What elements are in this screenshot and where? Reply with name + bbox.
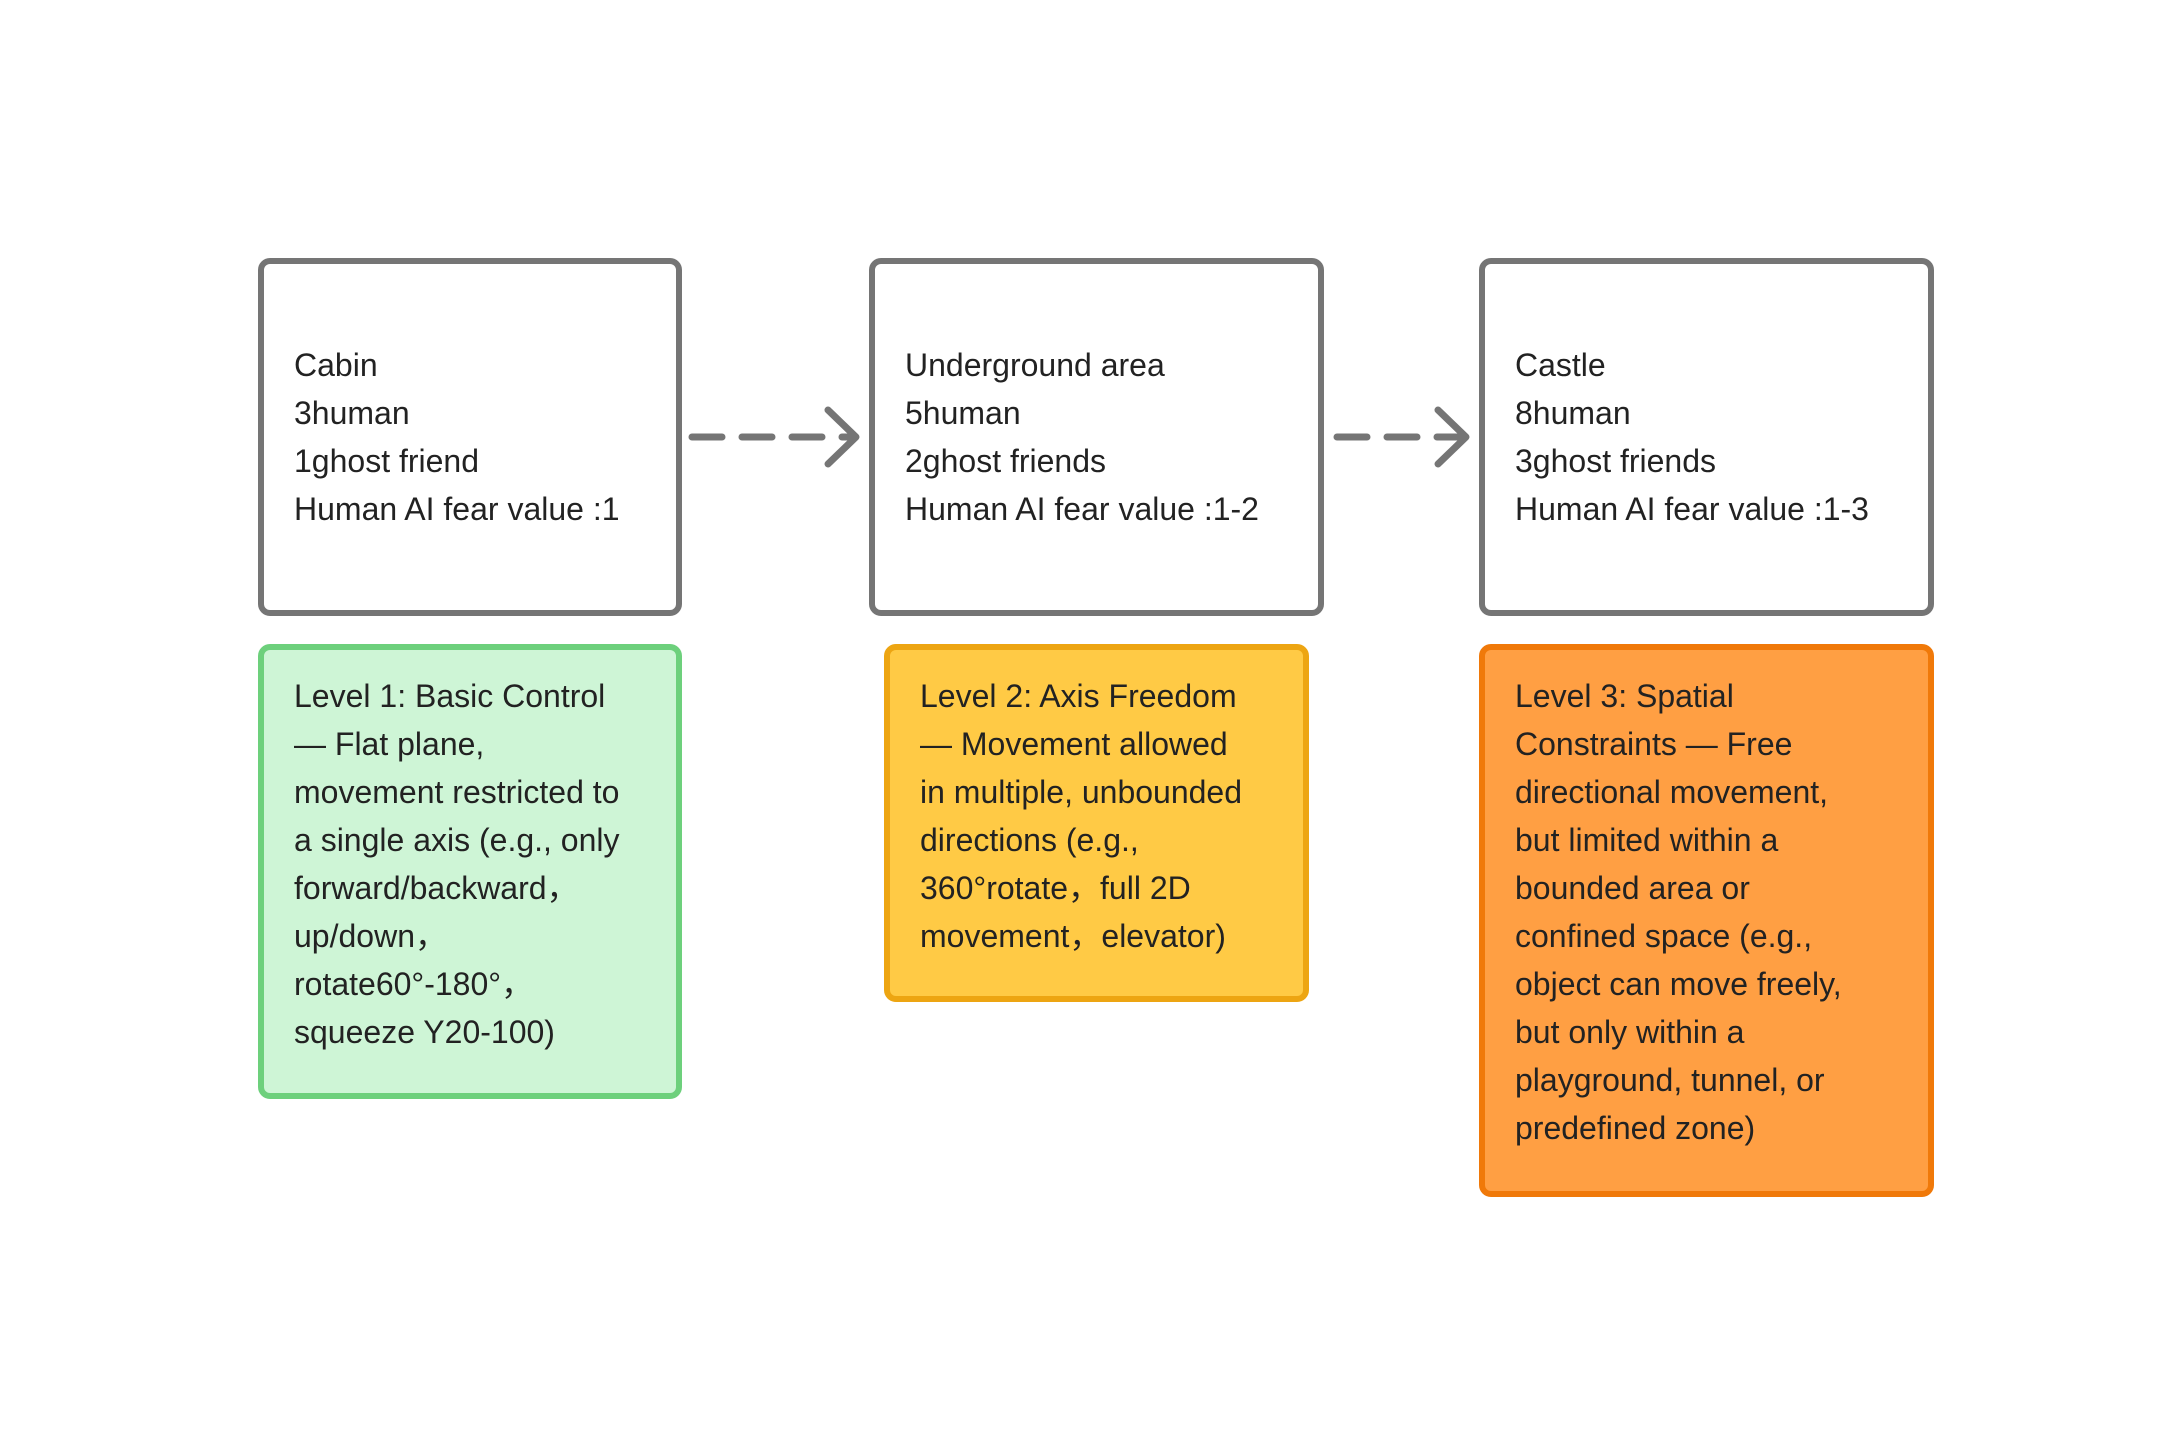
stage-title: Castle — [1515, 347, 1606, 383]
level-text-line: Constraints — Free — [1515, 726, 1793, 762]
level-text-line: Level 1: Basic Control — [294, 678, 606, 714]
stage-box-cabin: Cabin 3human 1ghost friend Human AI fear… — [258, 258, 682, 616]
level-3-card: Level 3: Spatial Constraints — Free dire… — [1479, 644, 1934, 1197]
level-text-line: movement restricted to — [294, 774, 620, 810]
level-text-line: rotate60°-180°， — [294, 966, 534, 1002]
stage-fear-value: Human AI fear value :1-2 — [905, 491, 1259, 527]
level-text-line: Level 3: Spatial — [1515, 678, 1734, 714]
level-text-line: up/down， — [294, 918, 447, 954]
level-text-line: confined space (e.g., — [1515, 918, 1813, 954]
stage-ghost-count: 1ghost friend — [294, 443, 480, 479]
level-text-line: a single axis (e.g., only — [294, 822, 620, 858]
level-1-card: Level 1: Basic Control — Flat plane, mov… — [258, 644, 682, 1099]
level-text-line: directional movement, — [1515, 774, 1829, 810]
level-text-line: forward/backward， — [294, 870, 579, 906]
level-text-line: bounded area or — [1515, 870, 1750, 906]
level-text-line: playground, tunnel, or — [1515, 1062, 1825, 1098]
level-text-line: predefined zone) — [1515, 1110, 1756, 1146]
dashed-arrow-2 — [1333, 406, 1470, 468]
stage-human-count: 8human — [1515, 395, 1631, 431]
stage-ghost-count: 2ghost friends — [905, 443, 1107, 479]
stage-ghost-count: 3ghost friends — [1515, 443, 1717, 479]
level-text-line: squeeze Y20-100) — [294, 1014, 555, 1050]
level-text-line: Level 2: Axis Freedom — [920, 678, 1237, 714]
stage-human-count: 3human — [294, 395, 410, 431]
level-text-line: — Flat plane, — [294, 726, 485, 762]
stage-title: Cabin — [294, 347, 378, 383]
level-text-line: but only within a — [1515, 1014, 1745, 1050]
level-text-line: directions (e.g., — [920, 822, 1139, 858]
stage-fear-value: Human AI fear value :1 — [294, 491, 620, 527]
level-text-line: 360°rotate，full 2D — [920, 870, 1191, 906]
stage-box-castle: Castle 8human 3ghost friends Human AI fe… — [1479, 258, 1934, 616]
stage-fear-value: Human AI fear value :1-3 — [1515, 491, 1869, 527]
level-text-line: object can move freely, — [1515, 966, 1842, 1002]
level-text-line: — Movement allowed — [920, 726, 1228, 762]
dashed-arrow-1 — [688, 406, 860, 468]
stage-title: Underground area — [905, 347, 1165, 383]
level-text-line: but limited within a — [1515, 822, 1779, 858]
level-2-card: Level 2: Axis Freedom — Movement allowed… — [884, 644, 1309, 1002]
stage-box-underground: Underground area 5human 2ghost friends H… — [869, 258, 1324, 616]
level-text-line: movement，elevator) — [920, 918, 1226, 954]
stage-human-count: 5human — [905, 395, 1021, 431]
level-text-line: in multiple, unbounded — [920, 774, 1243, 810]
